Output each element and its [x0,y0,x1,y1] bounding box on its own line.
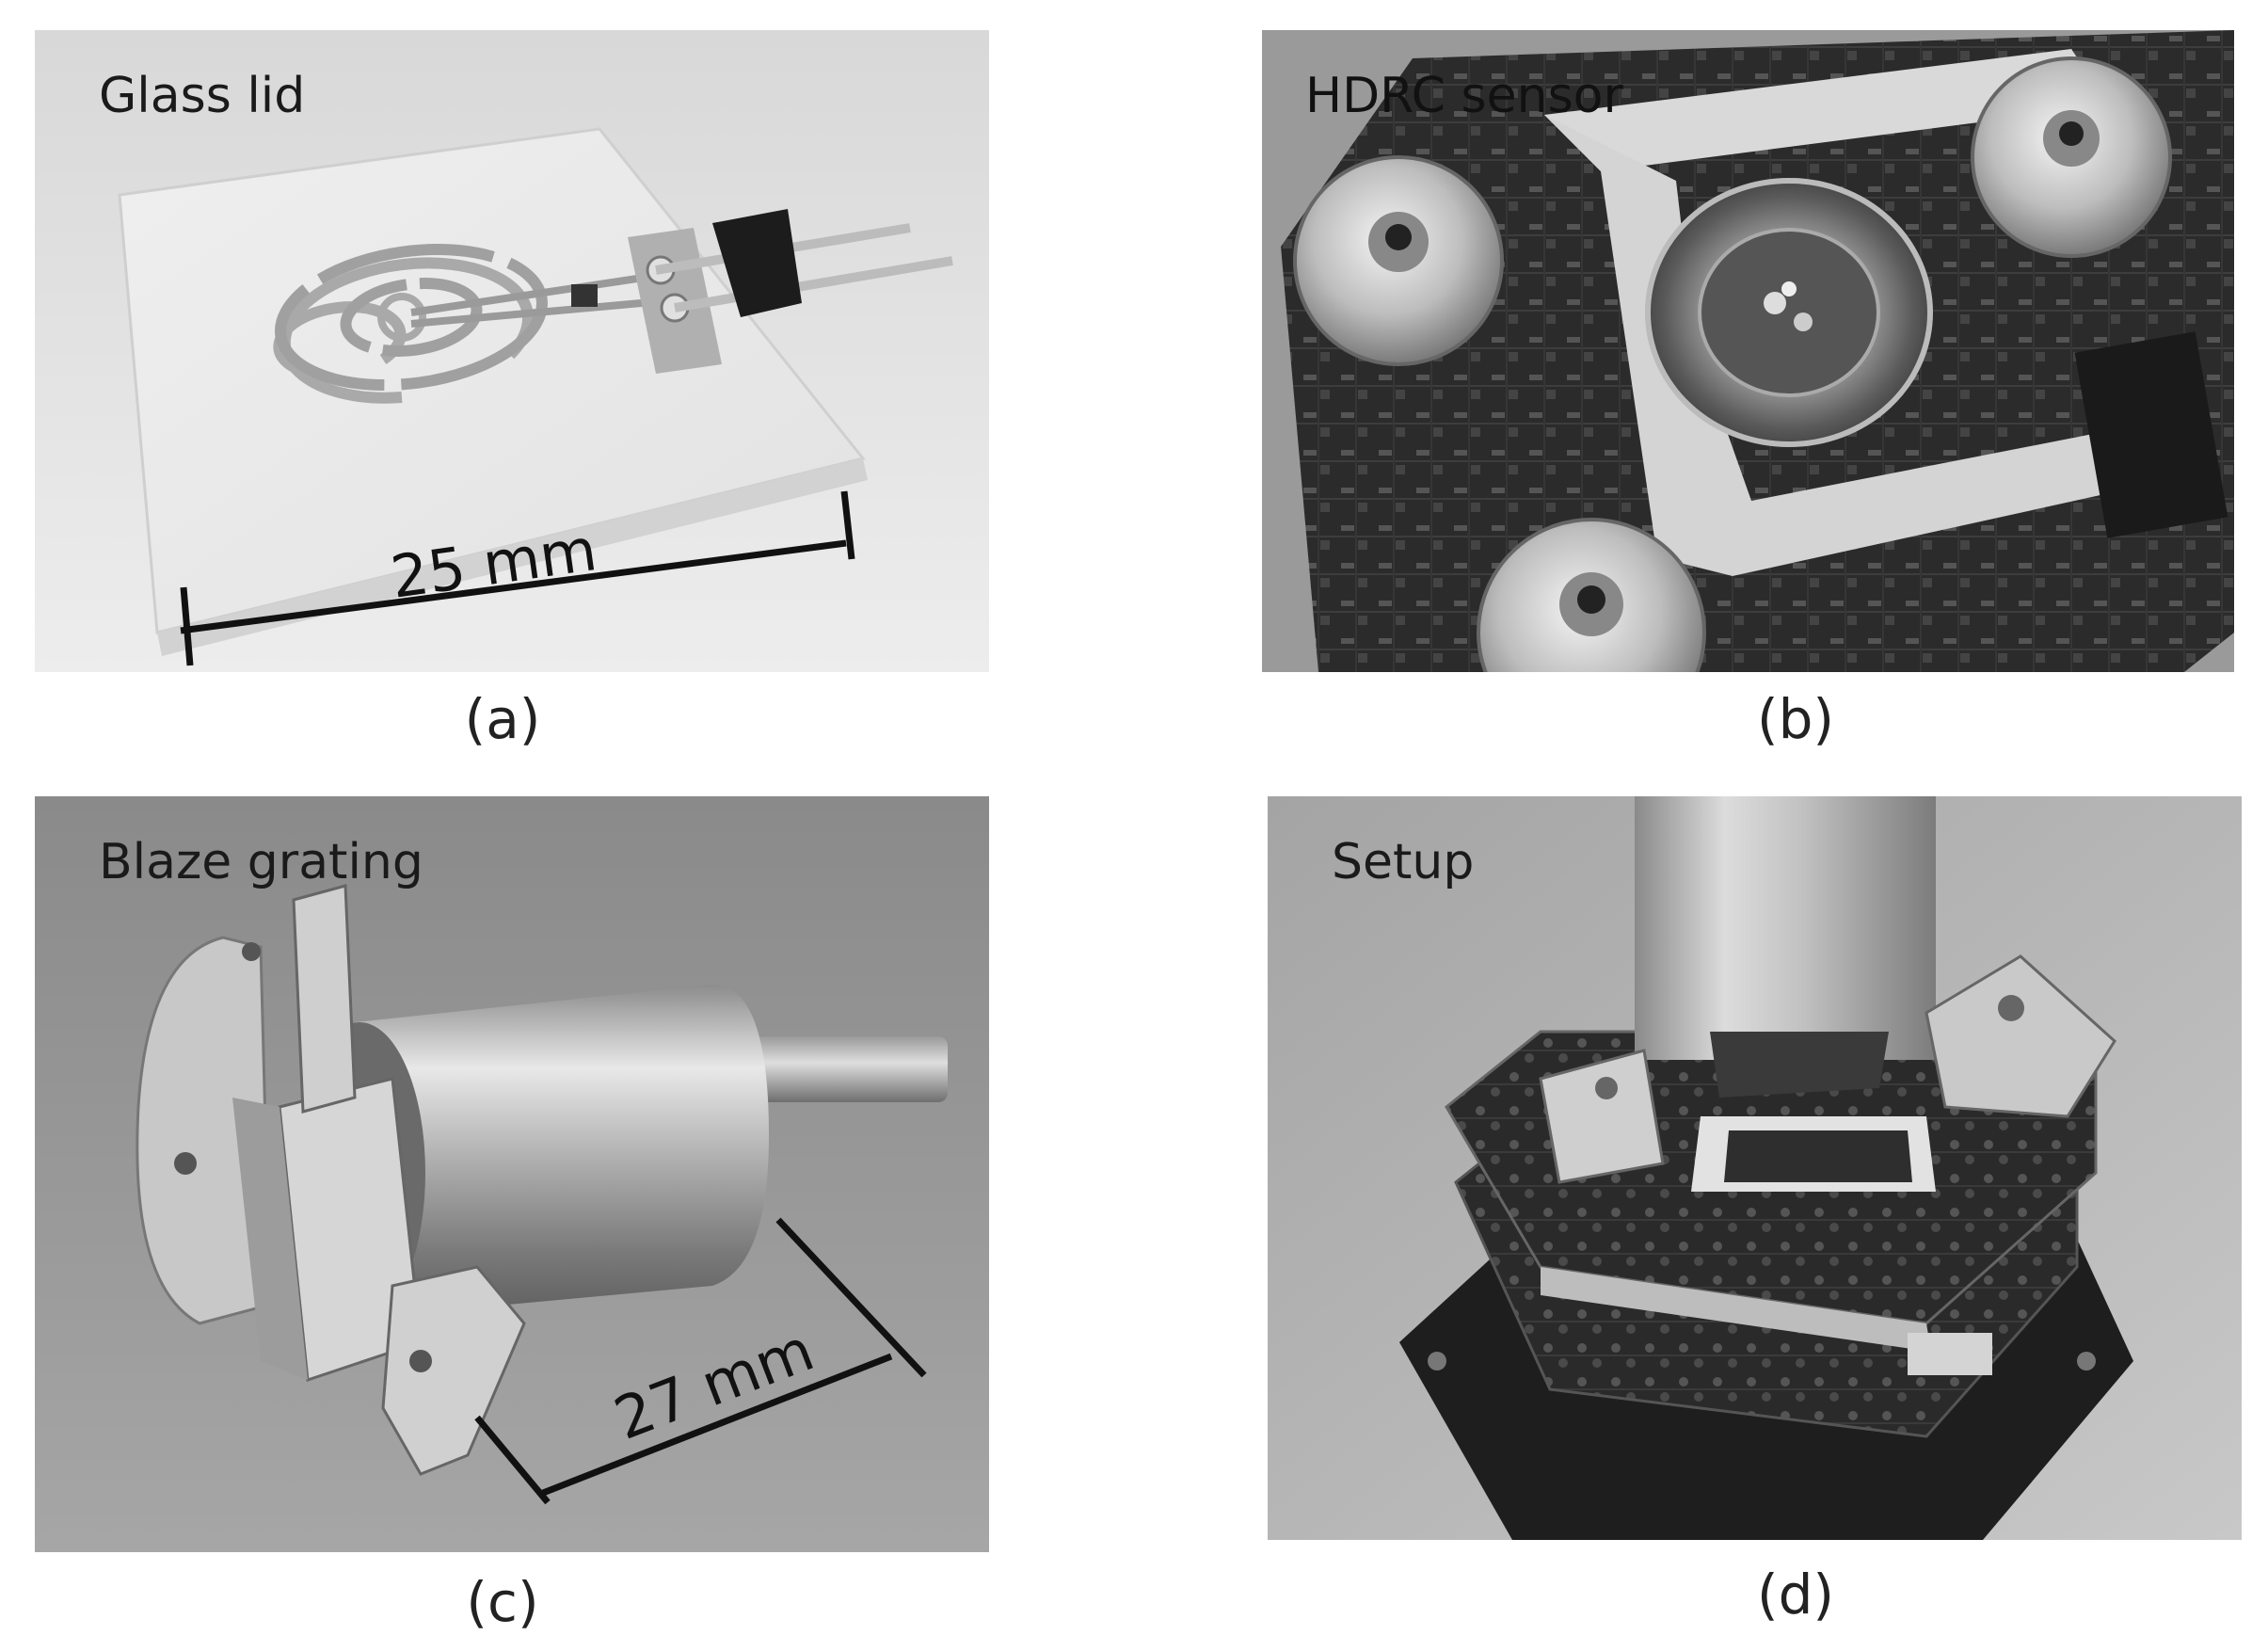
panel-caption: (d) [1756,1563,1835,1627]
scale-bar-27mm [474,1217,927,1505]
panel-title: HDRC sensor [1305,68,1623,124]
photo-glass-lid: Glass lid 25 mm [35,30,989,672]
panel-title: Glass lid [99,68,306,124]
photo-hdrc-sensor: HDRC sensor [1262,30,2234,672]
panel-caption: (c) [466,1570,539,1634]
knob-right [1971,56,2172,258]
panel-caption: (b) [1756,687,1835,751]
panel-title: Blaze grating [99,834,423,890]
panel-title: Setup [1332,834,1475,890]
glass-lid-illustration [35,30,989,672]
photo-blaze-grating: Blaze grating 27 mm [35,796,989,1552]
panel-caption: (a) [464,687,541,751]
blaze-grating-illustration [35,796,989,1552]
knob-left [1293,155,1504,366]
outer-ring [275,243,548,392]
photo-setup: Setup [1268,796,2242,1540]
scale-bar-25mm [180,490,855,666]
setup-illustration [1268,796,2242,1540]
hdrc-sensor-illustration [1262,30,2234,672]
knob-bottom [1477,518,1706,672]
